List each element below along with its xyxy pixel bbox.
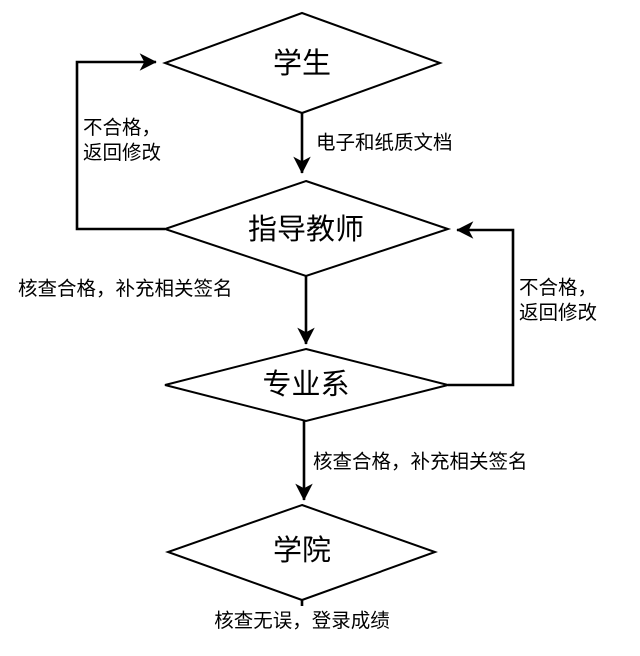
edge-department-to-supervisor <box>448 221 515 387</box>
node-label-student: 学生 <box>272 46 332 81</box>
edge-label-department-to-supervisor: 不合格， 返回修改 <box>519 276 597 326</box>
node-supervisor[interactable] <box>161 179 452 278</box>
edge-label-college-output: 核查无误，登录成绩 <box>214 609 390 632</box>
node-student[interactable] <box>162 11 443 115</box>
edge-label-supervisor-to-student: 不合格， 返回修改 <box>83 116 161 166</box>
node-label-supervisor: 指导教师 <box>247 212 365 247</box>
edge-label-department-to-college: 核查合格，补充相关签名 <box>313 450 528 473</box>
edge-label-line-1: 不合格， <box>83 116 162 139</box>
node-college[interactable] <box>165 503 438 602</box>
node-label-college: 学院 <box>272 533 332 568</box>
edge-label-supervisor-to-department: 核查合格，补充相关签名 <box>18 277 233 300</box>
edge-label-line-2: 返回修改 <box>519 300 598 324</box>
edge-label-student-to-supervisor: 电子和纸质文档 <box>316 131 453 154</box>
node-department[interactable] <box>164 347 449 423</box>
edge-supervisor-to-student <box>75 53 165 231</box>
edge-label-line-2: 返回修改 <box>83 140 162 164</box>
node-label-department: 专业系 <box>262 367 350 402</box>
edge-label-line-1: 不合格， <box>519 276 598 299</box>
